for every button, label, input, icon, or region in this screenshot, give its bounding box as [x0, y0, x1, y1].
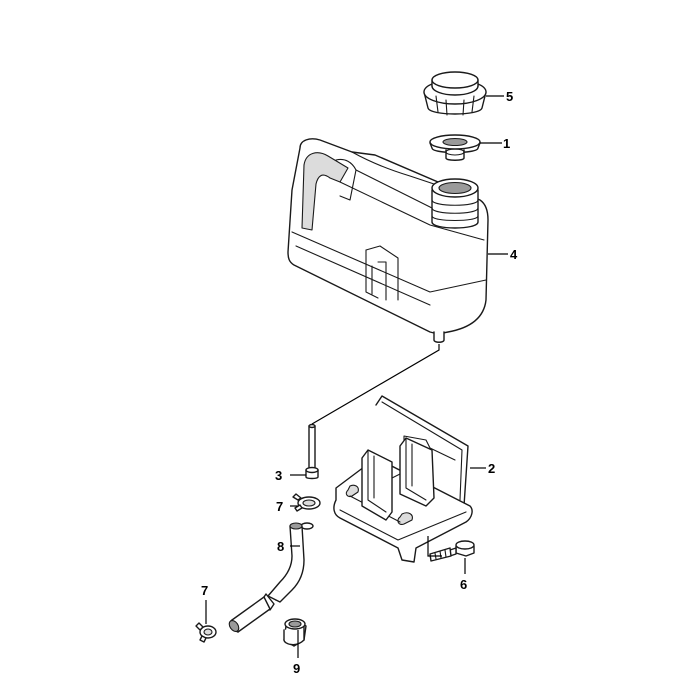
short-tube[interactable] — [283, 618, 307, 647]
leader-lines — [205, 95, 508, 658]
callout-2: 2 — [488, 461, 495, 476]
fuel-strainer[interactable] — [429, 134, 481, 161]
callout-6: 6 — [460, 577, 467, 592]
hose-clamp-lower[interactable] — [195, 622, 217, 643]
callout-7-lower: 7 — [201, 583, 208, 598]
callout-1: 1 — [503, 136, 510, 151]
callout-7-upper: 7 — [276, 499, 283, 514]
leader-tank-bolt — [311, 344, 440, 425]
tank-bracket[interactable] — [333, 395, 473, 563]
callouts: 5 1 4 2 3 7 8 6 7 9 — [201, 89, 518, 676]
fuel-cap[interactable] — [423, 71, 487, 116]
leader-bracket-bolt — [427, 536, 442, 557]
fuel-hose[interactable] — [227, 522, 314, 633]
callout-8: 8 — [277, 539, 284, 554]
callout-9: 9 — [293, 661, 300, 676]
callout-3: 3 — [275, 468, 282, 483]
callout-4: 4 — [510, 247, 518, 262]
bracket-bolt[interactable] — [429, 540, 475, 562]
callout-5: 5 — [506, 89, 513, 104]
fuel-tank[interactable] — [287, 138, 489, 343]
long-bolt[interactable] — [305, 423, 319, 480]
hose-clamp-upper[interactable] — [292, 493, 321, 512]
